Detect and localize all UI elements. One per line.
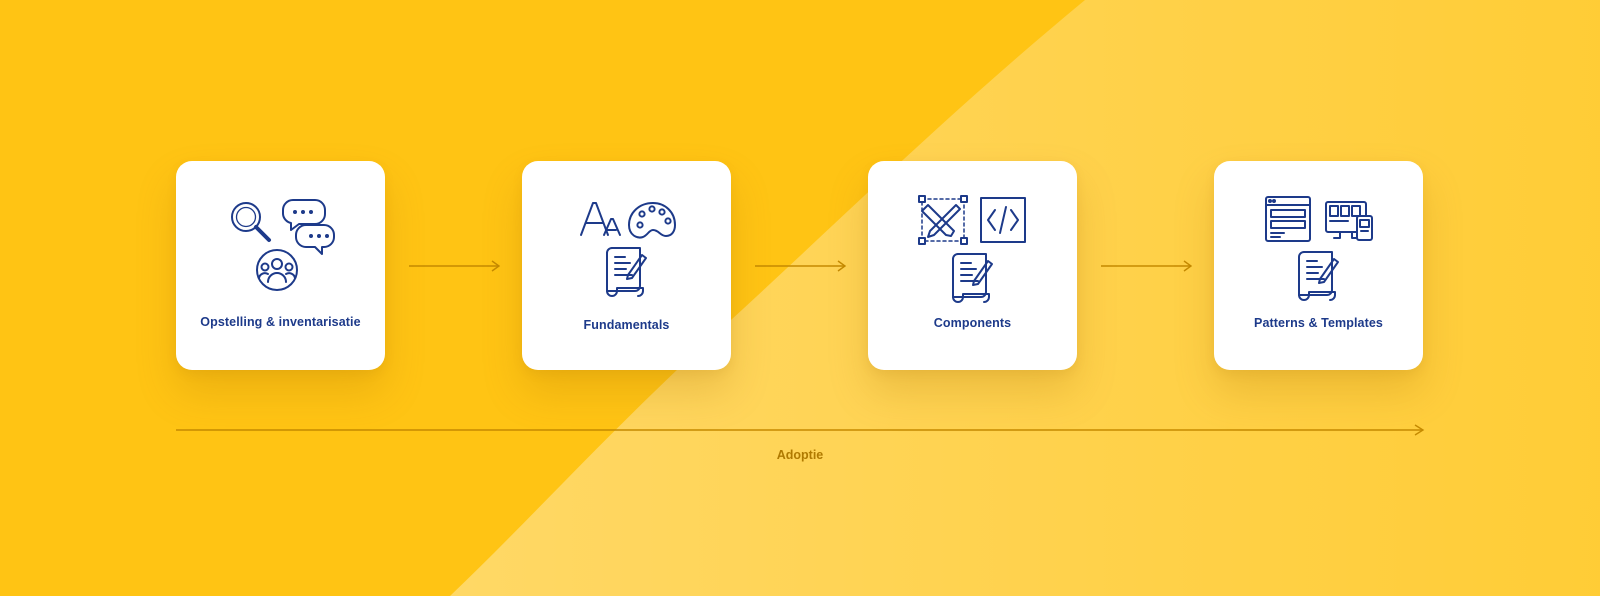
connector-arrow-3 <box>1101 260 1193 272</box>
team-icon <box>256 249 298 291</box>
chat-bubbles-icon <box>282 199 335 255</box>
step-label: Patterns & Templates <box>1254 316 1383 330</box>
layout-template-icon <box>1265 196 1311 242</box>
connector-arrow-1 <box>409 260 501 272</box>
devices-icon <box>1325 201 1373 241</box>
document-pen-icon <box>606 247 647 297</box>
step-card-fundamentals: Fundamentals <box>522 161 731 370</box>
step-label: Fundamentals <box>583 318 670 332</box>
magnifier-icon <box>231 202 271 242</box>
step-card-opstelling: Opstelling & inventarisatie <box>176 161 385 370</box>
timeline-label: Adoptie <box>776 448 824 462</box>
document-pen-icon <box>1298 251 1339 301</box>
step-label: Components <box>933 316 1012 330</box>
connector-arrow-2 <box>755 260 847 272</box>
step-card-patterns: Patterns & Templates <box>1214 161 1423 370</box>
step-card-components: Components <box>868 161 1077 370</box>
typography-icon <box>580 202 621 236</box>
step-label: Opstelling & inventarisatie <box>200 315 361 329</box>
code-icon <box>980 197 1026 243</box>
vector-edit-icon <box>918 195 968 245</box>
timeline-arrow <box>176 424 1425 436</box>
palette-icon <box>628 202 676 239</box>
document-pen-icon <box>952 253 993 303</box>
